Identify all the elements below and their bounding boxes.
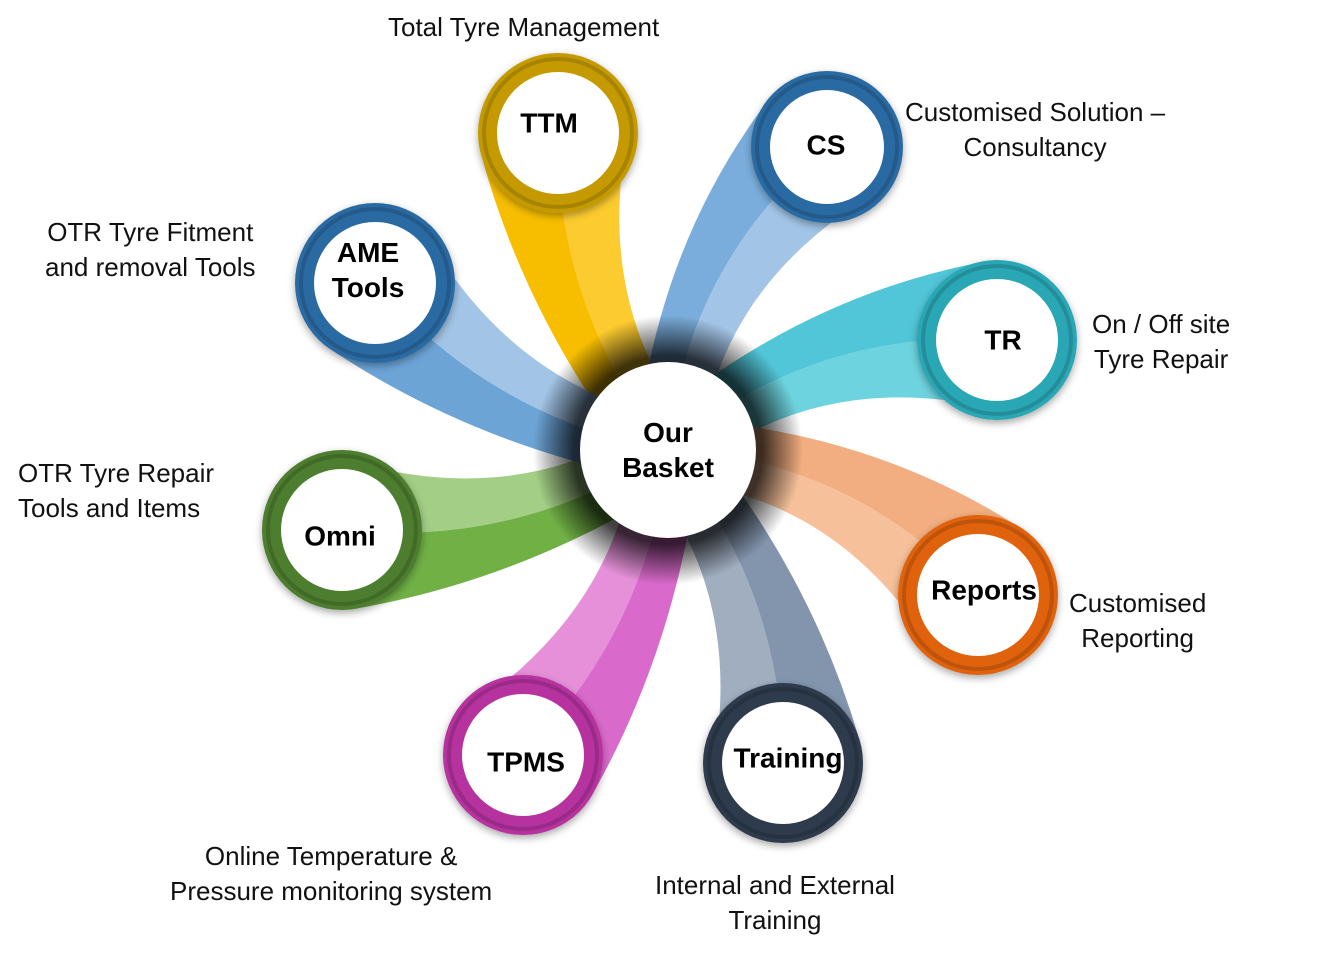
petal-training-dark	[668, 438, 859, 763]
desc-training: Internal and External Training	[655, 868, 895, 938]
desc-line: Pressure monitoring system	[170, 876, 493, 906]
desc-line: OTR Tyre Fitment	[47, 217, 254, 247]
node-cs-ring-shade	[755, 75, 899, 219]
node-ame-label-line1: AME	[336, 237, 400, 268]
node-training-circle[interactable]	[722, 702, 844, 824]
desc-line: Customised Solution –	[905, 97, 1166, 127]
desc-ame: OTR Tyre Fitment and removal Tools	[45, 215, 256, 285]
petal-ttm-dark	[482, 133, 668, 462]
node-ttm-ring-shade	[482, 57, 634, 209]
node-ame-label-line2: Tools	[331, 272, 405, 303]
node-training-label[interactable]: Training	[733, 742, 843, 774]
node-reports-label[interactable]: Reports	[931, 574, 1037, 606]
node-tpms-label[interactable]: TPMS	[487, 746, 565, 778]
desc-line: Consultancy	[963, 132, 1107, 162]
node-omni-ring-shade	[266, 454, 418, 606]
desc-line: Customised	[1069, 588, 1207, 618]
desc-line: and removal Tools	[45, 252, 256, 282]
desc-line: Reporting	[1081, 623, 1194, 653]
node-omni-label[interactable]: Omni	[304, 520, 376, 552]
node-omni-circle[interactable]	[281, 469, 403, 591]
desc-line: On / Off site	[1092, 309, 1231, 339]
node-ame-label[interactable]: AME Tools	[332, 235, 405, 305]
node-reports-circle[interactable]	[917, 534, 1039, 656]
center-label-line2: Basket	[622, 452, 714, 483]
node-tr-ring-shade	[921, 264, 1073, 416]
desc-line: Tyre Repair	[1093, 344, 1229, 374]
desc-ttm: Total Tyre Management	[388, 10, 659, 45]
desc-line: Training	[728, 905, 822, 935]
node-ttm-label[interactable]: TTM	[520, 107, 578, 139]
desc-line: Tools and Items	[18, 493, 201, 523]
node-tpms-ring-shade	[447, 679, 599, 831]
node-tpms-circle[interactable]	[462, 694, 584, 816]
desc-line: OTR Tyre Repair	[18, 458, 215, 488]
node-cs-label[interactable]: CS	[806, 129, 846, 161]
desc-omni: OTR Tyre Repair Tools and Items	[18, 456, 214, 526]
node-reports-ring-shade	[902, 519, 1054, 671]
node-training-ring-shade	[707, 687, 859, 839]
node-cs-circle[interactable]	[770, 90, 884, 204]
desc-tpms: Online Temperature & Pressure monitoring…	[170, 839, 492, 909]
desc-line: Internal and External	[655, 870, 895, 900]
desc-cs: Customised Solution – Consultancy	[905, 95, 1165, 165]
center-label: Our Basket	[622, 415, 714, 485]
desc-reports: Customised Reporting	[1069, 586, 1206, 656]
node-ame-circle[interactable]	[314, 222, 436, 344]
node-ttm-circle[interactable]	[497, 72, 619, 194]
node-ame-ring-shade	[299, 207, 451, 359]
desc-tr: On / Off site Tyre Repair	[1092, 307, 1230, 377]
desc-line: Total Tyre Management	[388, 12, 660, 42]
center-circle	[580, 362, 756, 538]
petal-omni-dark	[342, 450, 677, 608]
node-tr-circle[interactable]	[936, 279, 1058, 401]
node-tr-label[interactable]: TR	[984, 324, 1022, 356]
center-label-line1: Our	[643, 417, 693, 448]
petal-tr-dark	[657, 264, 997, 450]
desc-line: Online Temperature &	[204, 841, 458, 871]
